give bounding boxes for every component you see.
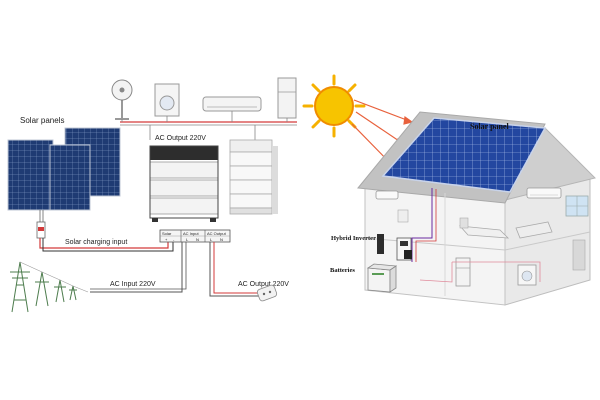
air-conditioner-icon-left [376,191,398,199]
terminal-pin-4: N [196,237,199,242]
right-house-diagram: Solar panel [304,76,595,305]
battery-stack-white [230,140,278,214]
left-wiring-diagram: Solar panels AC Output [8,78,297,312]
chair-icon [398,210,408,222]
terminal-pin-6: N [220,237,223,242]
solar-panels-label: Solar panels [20,116,64,125]
hybrid-inverter-label: Hybrid Inverter [331,235,376,242]
batteries-label: Batteries [330,267,355,274]
battery-unit-icon [368,264,396,292]
refrigerator-icon [278,78,296,118]
power-tower-icon [10,262,88,312]
air-conditioner-icon-right [527,188,561,198]
window-icon [566,196,588,216]
air-conditioner-icon [203,97,261,111]
battery-stack-black [150,146,218,222]
fan-icon [112,80,132,119]
washing-machine-icon [155,84,179,116]
terminal-block: Solar AC Input AC Output + - L N L N [160,230,230,242]
terminal-group-solar: Solar [162,231,172,236]
terminal-group-ac-output: AC Output [207,231,227,236]
door-icon [573,240,585,270]
terminal-group-ac-input: AC Input [183,231,199,236]
solar-panel-2 [50,145,90,210]
ac-output-top-label: AC Output 220V [155,135,206,142]
washing-machine-icon-house [518,265,536,285]
solar-charging-input-label: Solar charging input [65,239,127,246]
solar-panel-label: Solar panel [470,122,510,131]
ac-output-bottom-label: AC Output 220V [238,281,289,288]
ac-input-label: AC Input 220V [110,281,156,288]
solar-panel-array [8,128,120,210]
solar-panel-1 [8,140,53,210]
